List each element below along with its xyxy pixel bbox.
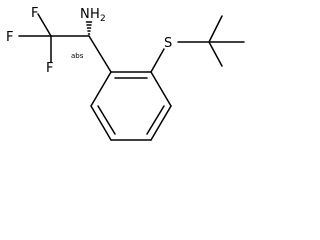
fluorine-label-left: F bbox=[6, 30, 13, 45]
bond-cf3-f-top bbox=[37, 13, 52, 37]
fluorine-label-top: F bbox=[31, 6, 38, 21]
benzene-ring bbox=[90, 71, 172, 141]
bond-ring-sulfur bbox=[150, 48, 165, 73]
hashed-wedge-bond bbox=[85, 21, 93, 35]
amine-h-label: H bbox=[90, 7, 100, 22]
bond-tbutyl-methyl-top bbox=[208, 15, 223, 43]
molecule-structure: F F F N H 2 abs S bbox=[6, 6, 245, 141]
stereo-abs-label: abs bbox=[71, 52, 84, 60]
amine-n-label: N bbox=[80, 7, 90, 22]
fluorine-label-bottom: F bbox=[46, 61, 53, 76]
amine-subscript-label: 2 bbox=[100, 14, 106, 24]
bond-chiral-ring bbox=[88, 35, 112, 73]
sulfur-label: S bbox=[164, 36, 172, 51]
bond-tbutyl-methyl-bottom bbox=[208, 41, 223, 67]
